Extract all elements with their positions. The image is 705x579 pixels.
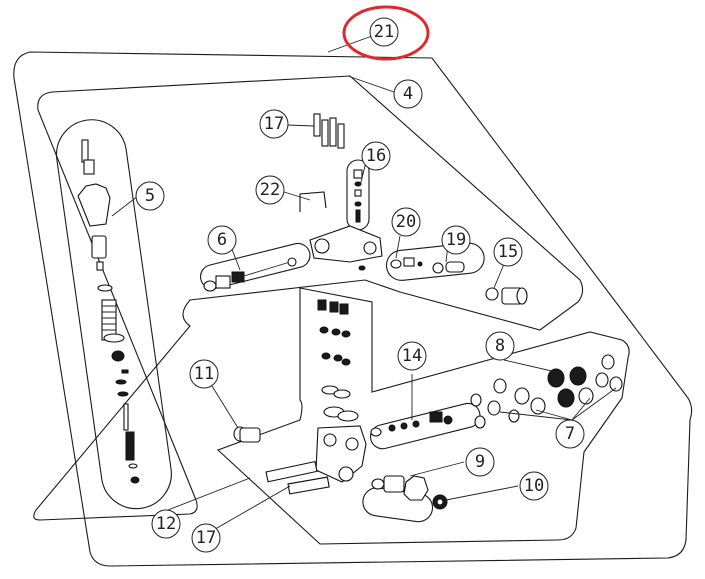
callout-14: 14: [397, 341, 427, 371]
part-17-bolts-top: [313, 113, 345, 149]
callout-12-label: 12: [156, 514, 176, 534]
callout-14-label: 14: [402, 346, 422, 366]
part-12-17-bolts: [265, 460, 330, 495]
sub-tray-6: [199, 242, 311, 290]
red-highlight-circle: [342, 5, 430, 61]
left-part-tray: [55, 119, 172, 510]
callout-5: 5: [135, 181, 165, 211]
callout-17-top-label: 17: [264, 114, 284, 134]
callout-19-label: 19: [446, 230, 466, 250]
callout-19: 19: [441, 225, 471, 255]
part-9-10-nut-cap: [371, 475, 448, 510]
callout-7: 7: [555, 419, 585, 449]
callout-17-top: 17: [259, 109, 289, 139]
callout-17-bottom: 17: [191, 523, 221, 553]
callout-17-bottom-label: 17: [196, 528, 216, 548]
callout-10: 10: [519, 471, 549, 501]
callout-8-label: 8: [495, 336, 505, 356]
callout-11: 11: [189, 359, 219, 389]
callout-5-label: 5: [145, 186, 155, 206]
part-20-19-seals: [390, 257, 465, 274]
callout-22: 22: [255, 175, 285, 205]
part-16-check-valve-set: [353, 169, 363, 223]
callout-10-label: 10: [524, 476, 544, 496]
callout-6-label: 6: [217, 230, 227, 250]
callout-9: 9: [465, 447, 495, 477]
upper-tray-outline: [33, 75, 584, 521]
callout-7-label: 7: [565, 424, 575, 444]
leader-lines: [111, 35, 617, 533]
part-vertical-piston-stack: [317, 299, 359, 422]
callout-12: 12: [151, 509, 181, 539]
callout-15-label: 15: [498, 242, 518, 262]
callout-21-label: 21: [374, 22, 394, 42]
callout-4: 4: [393, 79, 423, 109]
callout-16-label: 16: [366, 146, 386, 166]
callout-15: 15: [493, 237, 523, 267]
part-22-clip: [299, 191, 327, 212]
sub-tray-20-19: [385, 242, 485, 281]
part-6-rod-assembly: [203, 257, 297, 292]
part-5-unloader-assembly: [77, 139, 140, 484]
part-15-fitting: [485, 287, 528, 305]
callout-16: 16: [361, 141, 391, 171]
callout-22-label: 22: [260, 180, 280, 200]
sub-tray-14: [369, 402, 481, 450]
part-14-packing-set: [370, 411, 453, 437]
pump-manifold: [309, 225, 383, 271]
callout-20-label: 20: [396, 212, 416, 232]
callout-20: 20: [391, 207, 421, 237]
callout-21: 21: [369, 17, 399, 47]
kit-outline: [13, 51, 693, 567]
callout-9-label: 9: [475, 452, 485, 472]
callout-8: 8: [485, 331, 515, 361]
lower-tray-outline: [216, 287, 630, 545]
part-11-cylinder: [233, 426, 261, 443]
callout-11-label: 11: [194, 364, 214, 384]
part-7-8-rings: [470, 354, 623, 429]
lower-pump-body: [315, 425, 367, 483]
callout-4-label: 4: [403, 84, 413, 104]
callout-6: 6: [207, 225, 237, 255]
